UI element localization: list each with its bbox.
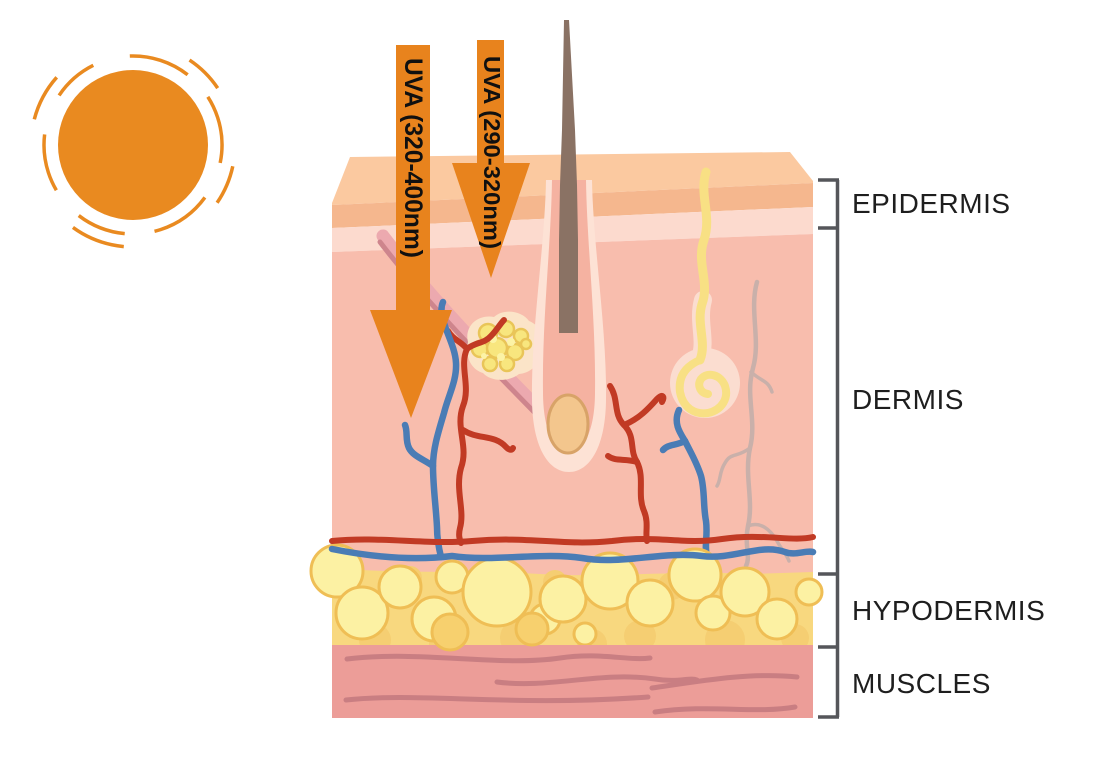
fat-cell [430,612,470,652]
muscles-layer [332,611,813,718]
layer-bracket [818,178,840,719]
artery-horizontal [329,533,816,546]
fat-cell [514,611,550,647]
uvb-arrow-shape [452,40,530,278]
skin-block [309,20,824,718]
uva-arrow-shape [370,45,452,418]
hair-shaft [559,20,578,333]
label-dermis: DERMIS [852,384,964,415]
uva-arrow-label: UVA (320-400nm) [399,58,427,258]
label-epidermis: EPIDERMIS [852,188,1011,219]
sweat-coil [675,356,730,418]
artery [445,317,667,546]
sun-icon [29,41,237,249]
uv-arrow-uva: UVA (320-400nm) [370,45,452,418]
label-muscles: MUSCLES [852,668,991,699]
uvb-arrow-label: UVA (290-320nm) [479,56,505,249]
sun-core [58,70,208,220]
label-hypodermis: HYPODERMIS [852,595,1045,626]
hair-bulb [546,393,590,455]
sweat-gland [670,167,740,418]
sweat-duct [695,167,712,365]
uv-arrow-uvb: UVA (290-320nm) [452,40,530,278]
vein [401,298,711,561]
muscle-fibers [343,653,800,715]
vein-horizontal [328,545,817,564]
sun-rays-outer [29,41,237,249]
sun-rays-inner [42,54,224,236]
